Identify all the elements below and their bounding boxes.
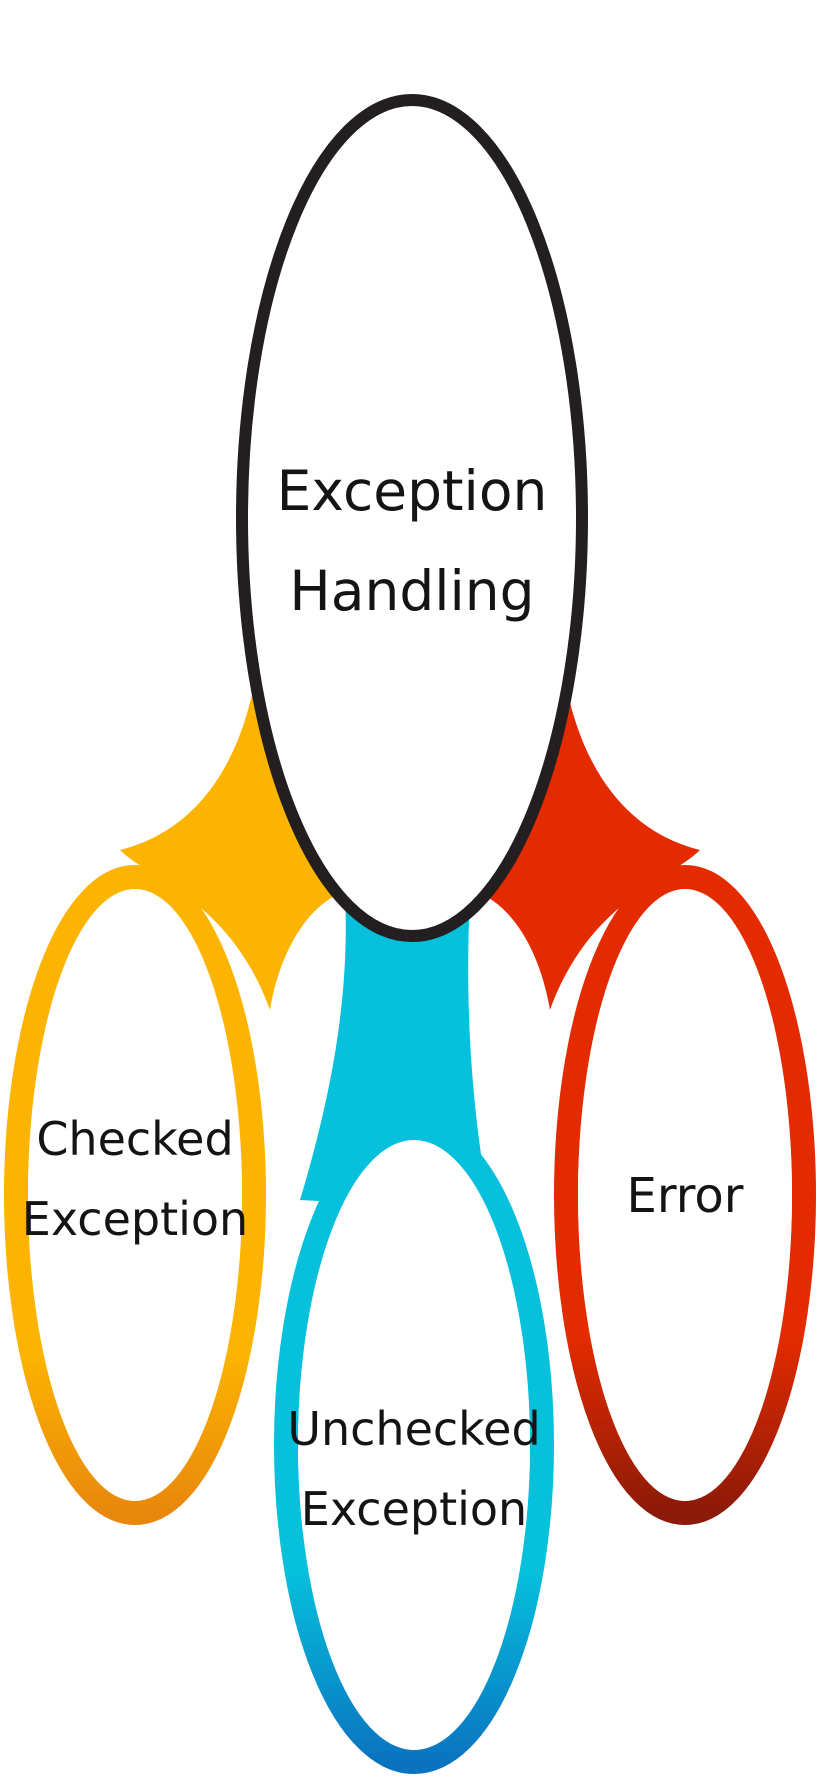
- node-error: Error: [554, 865, 816, 1525]
- exception-handling-ring: [236, 94, 588, 942]
- checked-exception-label-line1: Checked: [36, 1112, 233, 1166]
- unchecked-exception-ring: [274, 1116, 554, 1774]
- node-checked-exception: Checked Exception: [4, 865, 266, 1525]
- node-exception-handling: Exception Handling: [236, 94, 588, 942]
- unchecked-exception-label-line2: Exception: [301, 1482, 527, 1536]
- node-unchecked-exception: Unchecked Exception: [274, 1116, 554, 1774]
- error-label: Error: [627, 1168, 744, 1224]
- connector-checked: [120, 680, 350, 1010]
- exception-handling-label-line2: Handling: [289, 559, 534, 623]
- unchecked-exception-label-line1: Unchecked: [287, 1402, 540, 1456]
- exception-handling-label-line1: Exception: [277, 459, 548, 523]
- checked-exception-ring: [4, 865, 266, 1525]
- error-ring: [554, 865, 816, 1525]
- connector-error: [470, 680, 700, 1010]
- checked-exception-label-line2: Exception: [22, 1192, 248, 1246]
